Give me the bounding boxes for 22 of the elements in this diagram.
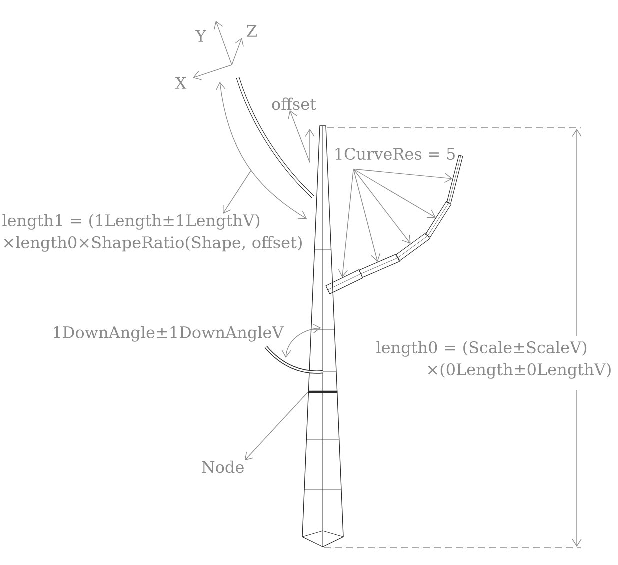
leader-arrow	[353, 168, 411, 244]
parameter-label: offset	[272, 98, 316, 110]
axis-label: Y	[196, 30, 206, 42]
leader-arrow	[244, 392, 309, 461]
leader-arrow	[353, 168, 453, 184]
branch-segment	[396, 232, 430, 262]
leader-arrow	[353, 168, 381, 262]
branch-segment	[425, 201, 452, 238]
axis-label: Z	[247, 25, 257, 37]
leader-arrow	[223, 170, 252, 214]
callout-label: Node	[202, 460, 244, 474]
formula-label: length1 = (1Length±1LengthV) ×length0×ShapeRatio(Shape, offset)	[2, 214, 302, 252]
leader-arrow	[288, 110, 310, 164]
dimension-label: length0 = (Scale±ScaleV) ×(0Length±0LengthV)	[376, 341, 611, 379]
parameter-label: 1CurveRes = 5	[336, 148, 455, 160]
node-band	[308, 390, 338, 394]
measure-arrow	[305, 129, 315, 162]
leader-arrow	[338, 168, 354, 278]
branch-segment	[326, 270, 364, 294]
parameter-label: 1DownAngle±1DownAngleV	[54, 326, 284, 342]
leader-arrow	[353, 168, 436, 218]
axis-label: X	[175, 77, 187, 89]
